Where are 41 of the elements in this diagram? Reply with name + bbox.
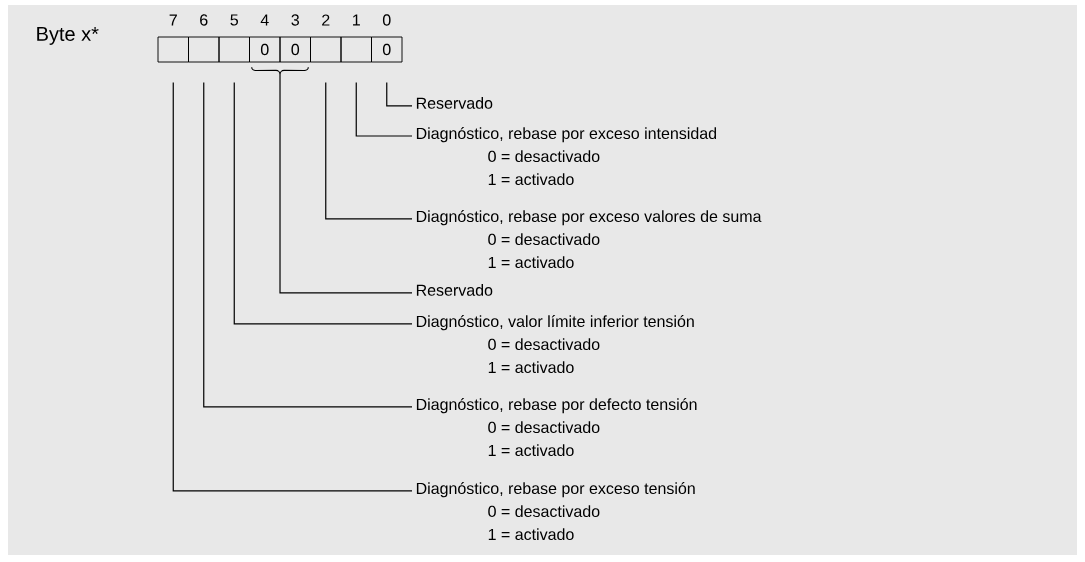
bit-cell: [157, 36, 189, 63]
bit-number: 3: [291, 14, 299, 26]
value-text: 1 = activado: [488, 528, 574, 541]
bit-number: 1: [353, 14, 360, 26]
bit-cell: [218, 36, 250, 63]
bit-cell: 0: [249, 36, 281, 63]
bit-cell: 0: [371, 36, 403, 63]
value-text: 1 = activado: [488, 256, 574, 269]
leader-line: [233, 81, 413, 325]
bracket-leader-line: [251, 66, 413, 294]
value-text: 0 = desactivado: [488, 233, 600, 246]
bit-cell: [310, 36, 342, 63]
leader-line: [355, 81, 413, 137]
leader-line: [386, 81, 413, 107]
bit-number: 7: [169, 14, 177, 26]
leader-line: [172, 81, 413, 492]
description-text: Diagnóstico, rebase por exceso intensidad: [416, 127, 717, 143]
bit-number: 6: [200, 14, 208, 26]
description-text: Reservado: [416, 284, 493, 296]
bit-cell: [340, 36, 372, 63]
register-name: Byte x*: [37, 27, 99, 45]
leader-line: [203, 81, 413, 408]
description-text: Diagnóstico, valor límite inferior tensión: [416, 315, 694, 331]
leader-line: [325, 81, 413, 220]
description-text: Diagnóstico, rebase por exceso tensión: [416, 482, 695, 498]
value-text: 0 = desactivado: [488, 421, 600, 434]
bit-cell: 0: [279, 36, 311, 63]
value-text: 1 = activado: [488, 444, 574, 457]
description-text: Diagnóstico, rebase por defecto tensión: [416, 398, 697, 414]
value-text: 1 = activado: [488, 173, 574, 186]
bit-number: 0: [382, 14, 391, 26]
value-text: 0 = desactivado: [488, 150, 600, 163]
bit-number: 4: [260, 14, 269, 26]
bit-cell: [188, 36, 220, 63]
description-text: Reservado: [416, 97, 493, 109]
bit-number: 2: [322, 14, 330, 26]
value-text: 0 = desactivado: [488, 505, 600, 518]
description-text: Diagnóstico, rebase por exceso valores de suma: [416, 210, 762, 226]
value-text: 1 = activado: [488, 361, 574, 374]
bit-number: 5: [230, 14, 239, 26]
value-text: 0 = desactivado: [488, 338, 600, 351]
